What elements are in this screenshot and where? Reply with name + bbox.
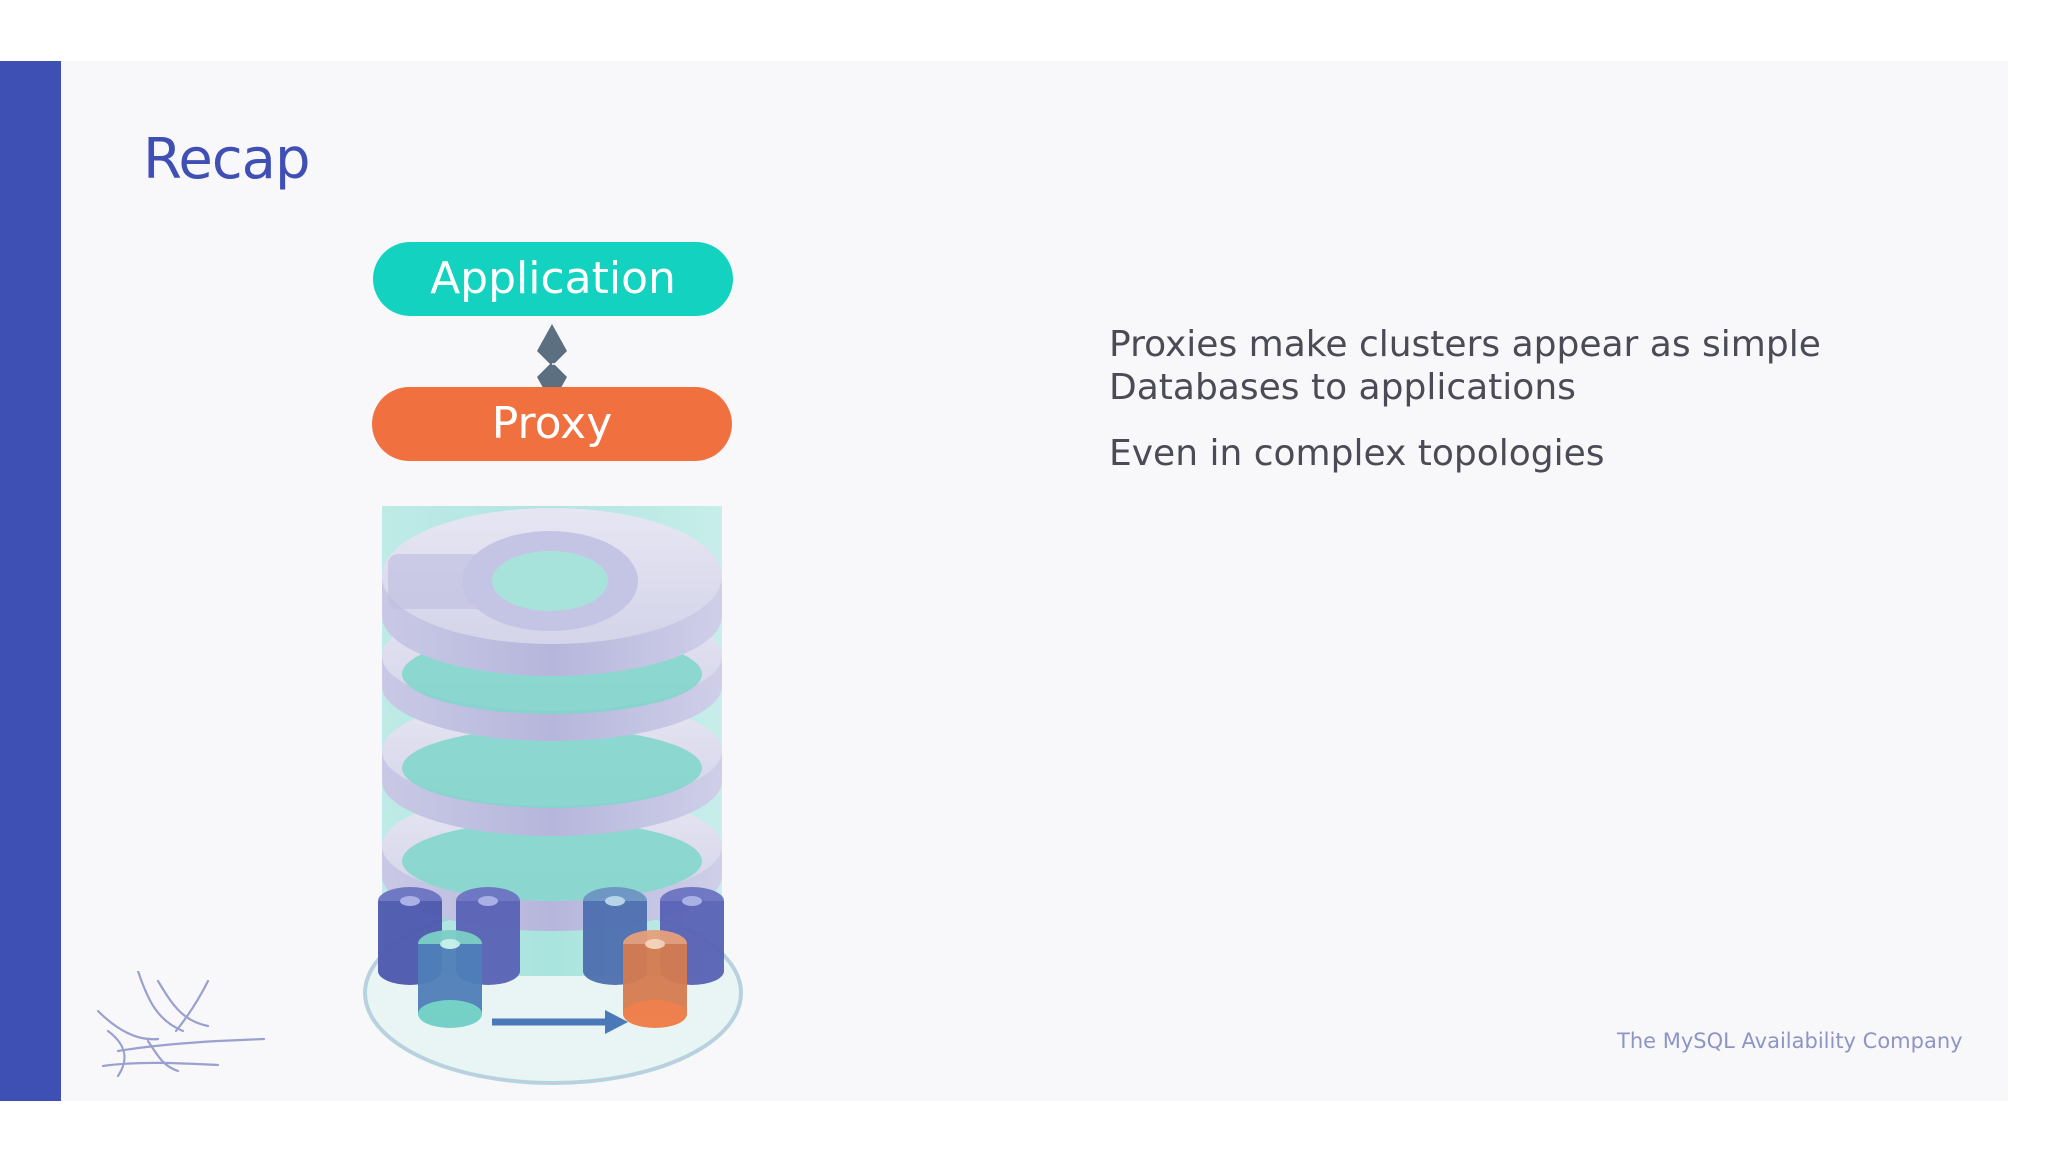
proxy-pill: Proxy bbox=[372, 387, 732, 461]
accent-side-bar bbox=[0, 61, 61, 1101]
architecture-diagram: Application Proxy bbox=[340, 236, 780, 1116]
bullet-1-line-1: Proxies make clusters appear as simple bbox=[1109, 324, 1821, 365]
bullet-2-line-1: Even in complex topologies bbox=[1109, 433, 1605, 474]
bullet-1-line-2: Databases to applications bbox=[1109, 367, 1576, 408]
double-arrow-icon bbox=[537, 324, 567, 404]
slide: Recap bbox=[0, 61, 2008, 1101]
bird-logo-icon bbox=[96, 971, 266, 1078]
bullet-paragraph-2: Even in complex topologies bbox=[1109, 432, 1821, 475]
bullet-paragraph-1: Proxies make clusters appear as simple D… bbox=[1109, 323, 1821, 409]
application-pill: Application bbox=[373, 242, 733, 316]
footer-tagline: The MySQL Availability Company bbox=[1617, 1029, 1963, 1053]
database-cluster-icon bbox=[363, 324, 743, 1085]
bullet-text: Proxies make clusters appear as simple D… bbox=[1109, 323, 1821, 498]
slide-title: Recap bbox=[143, 127, 310, 192]
